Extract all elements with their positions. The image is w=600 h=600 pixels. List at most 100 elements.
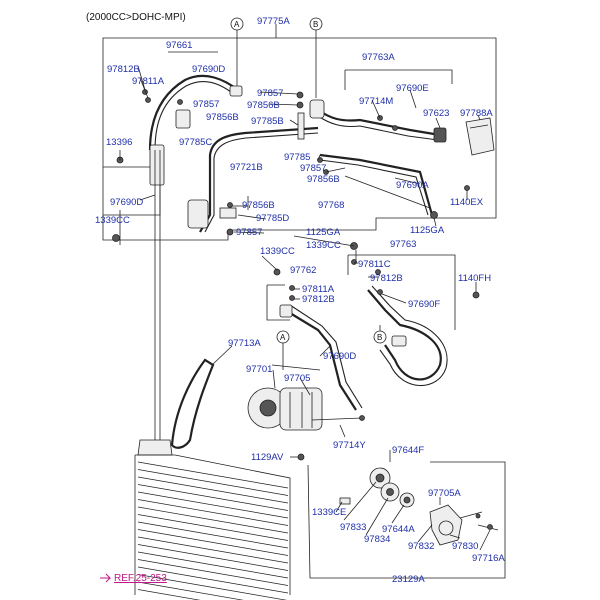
- label-97830: 97830: [452, 541, 478, 552]
- label-97833: 97833: [340, 522, 366, 533]
- small-fasteners-upper: [112, 89, 470, 250]
- condenser-fin-line: [137, 574, 288, 600]
- compressor-97701: [247, 364, 365, 431]
- label-97661: 97661: [166, 40, 192, 51]
- label-1129AV: 1129AV: [251, 452, 284, 463]
- label-97763: 97763: [390, 239, 416, 250]
- label-97785C: 97785C: [179, 137, 212, 148]
- label-97705: 97705: [284, 373, 310, 384]
- condenser-fin-line: [137, 581, 244, 600]
- label-1125GA-a: 1125GA: [306, 227, 341, 238]
- condenser-fin-line: [137, 551, 289, 579]
- label-97705A: 97705A: [428, 488, 461, 499]
- label-97812B-mid: 97812B: [370, 273, 403, 284]
- label-97768: 97768: [318, 200, 344, 211]
- condenser-fin-line: [137, 506, 289, 534]
- label-1339CC-mid: 1339CC: [306, 240, 341, 251]
- label-97690E: 97690E: [396, 83, 429, 94]
- label-97785: 97785: [284, 152, 310, 163]
- label-97856B-a: 97856B: [206, 112, 239, 123]
- condenser-fin-line: [137, 476, 289, 504]
- label-97701: 97701: [246, 364, 272, 375]
- condenser-fin-line: [137, 521, 289, 549]
- box-97763: [347, 254, 456, 330]
- label-97812B-top: 97812B: [107, 64, 140, 75]
- box-97762: [266, 284, 290, 321]
- label-97811C: 97811C: [358, 259, 391, 270]
- label-97763A: 97763A: [362, 52, 395, 63]
- condenser-fin-line: [137, 529, 289, 556]
- label-97856B-d: 97856B: [242, 200, 275, 211]
- part-97788A-block: [465, 117, 495, 156]
- label-97762: 97762: [290, 265, 316, 276]
- condenser-fin-line: [137, 514, 289, 541]
- label-13396: 13396: [106, 137, 132, 148]
- label-97713A: 97713A: [228, 338, 261, 349]
- label-97721B: 97721B: [230, 162, 263, 173]
- label-97690D-low: 97690D: [323, 351, 356, 362]
- condenser-fin-line: [137, 461, 289, 489]
- label-97785D: 97785D: [256, 213, 289, 224]
- label-97788A: 97788A: [460, 108, 493, 119]
- label-1339CC-low: 1339CC: [260, 246, 295, 257]
- label-97716A: 97716A: [472, 553, 505, 564]
- condenser-fin-line: [137, 491, 289, 519]
- condenser-fin-line: [137, 536, 289, 564]
- label-97832: 97832: [408, 541, 434, 552]
- svg-text:B: B: [377, 333, 382, 342]
- label-97857-a: 97857: [193, 99, 219, 110]
- label-1140FH: 1140FH: [458, 273, 491, 284]
- label-97834: 97834: [364, 534, 390, 545]
- label-1339CC-left: 1339CC: [95, 215, 130, 226]
- pipe-liquid-line: [199, 126, 319, 233]
- callout-b-mid: B: [373, 325, 387, 344]
- label-97714M: 97714M: [359, 96, 393, 107]
- pipe-discharge-hose: [148, 74, 243, 151]
- label-1339CE: 1339CE: [312, 507, 346, 518]
- reference-link[interactable]: REF.25-253: [100, 573, 167, 584]
- part-labels: 97775A 97661 97812B 97690D 97811A 97857 …: [95, 16, 505, 585]
- label-97690A: 97690A: [396, 180, 429, 191]
- label-97775A: 97775A: [257, 16, 290, 27]
- label-97856B-b: 97856B: [247, 100, 280, 111]
- label-97857-c: 97857: [300, 163, 326, 174]
- condenser-fin-line: [137, 544, 289, 571]
- condenser-fin-line: [137, 499, 289, 526]
- label-97811A-top: 97811A: [132, 76, 165, 87]
- hose-97762: [273, 268, 363, 411]
- condenser-fins: [137, 461, 289, 600]
- callout-a-top: A: [230, 17, 244, 88]
- pipe-lower-line: [319, 153, 434, 216]
- label-1140EX: 1140EX: [450, 197, 484, 208]
- svg-text:B: B: [313, 20, 318, 29]
- label-97690D-top: 97690D: [192, 64, 225, 75]
- condenser-fin-line: [137, 559, 289, 586]
- label-97623: 97623: [423, 108, 449, 119]
- label-97690D-left: 97690D: [110, 197, 143, 208]
- label-1125GA-b: 1125GA: [410, 225, 445, 236]
- label-97811A-mid: 97811A: [302, 284, 335, 295]
- label-97785B: 97785B: [251, 116, 284, 127]
- pipe-suction-hose: [309, 99, 441, 141]
- condenser-fin-line: [137, 484, 289, 511]
- drive-belt-97713A: [170, 358, 215, 449]
- box-97644F: [307, 461, 506, 579]
- engine-spec-header: (2000CC>DOHC-MPI): [86, 12, 186, 23]
- reference-link-text[interactable]: REF.25-253: [114, 573, 167, 584]
- label-23129A: 23129A: [392, 574, 425, 585]
- callout-a-mid: A: [276, 330, 290, 370]
- callout-b-top: B: [309, 17, 323, 98]
- label-97644A: 97644A: [382, 524, 415, 535]
- label-97714Y: 97714Y: [333, 440, 366, 451]
- leader-lines: [119, 65, 491, 551]
- label-97856B-c: 97856B: [307, 174, 340, 185]
- condenser-97701-area: [134, 150, 291, 600]
- condenser-fin-line: [137, 589, 201, 600]
- expansion-valve-97623: [433, 127, 447, 143]
- label-97690F: 97690F: [408, 299, 440, 310]
- svg-text:A: A: [234, 20, 240, 29]
- condenser-fin-line: [137, 566, 289, 594]
- label-97812B-low: 97812B: [302, 294, 335, 305]
- label-97857-d: 97857: [236, 227, 262, 238]
